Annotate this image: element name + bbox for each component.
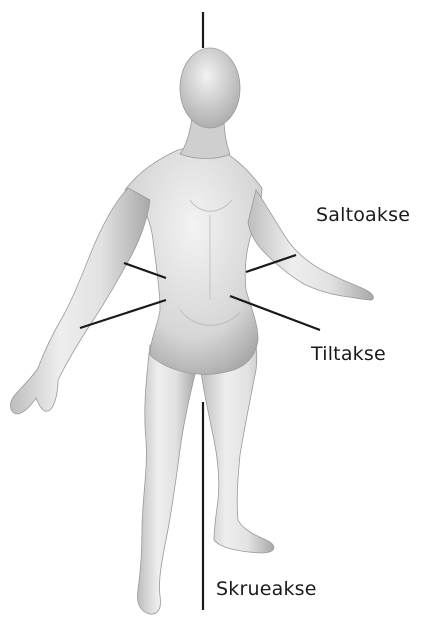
left-arm — [11, 188, 150, 414]
tiltakse-label: Tiltakse — [311, 343, 386, 365]
skrueakse-label: Skrueakse — [216, 578, 317, 600]
human-figure — [11, 48, 374, 614]
saltoakse-label: Saltoakse — [316, 204, 410, 226]
torso — [125, 147, 262, 374]
head — [180, 48, 240, 128]
left-leg — [138, 345, 197, 614]
